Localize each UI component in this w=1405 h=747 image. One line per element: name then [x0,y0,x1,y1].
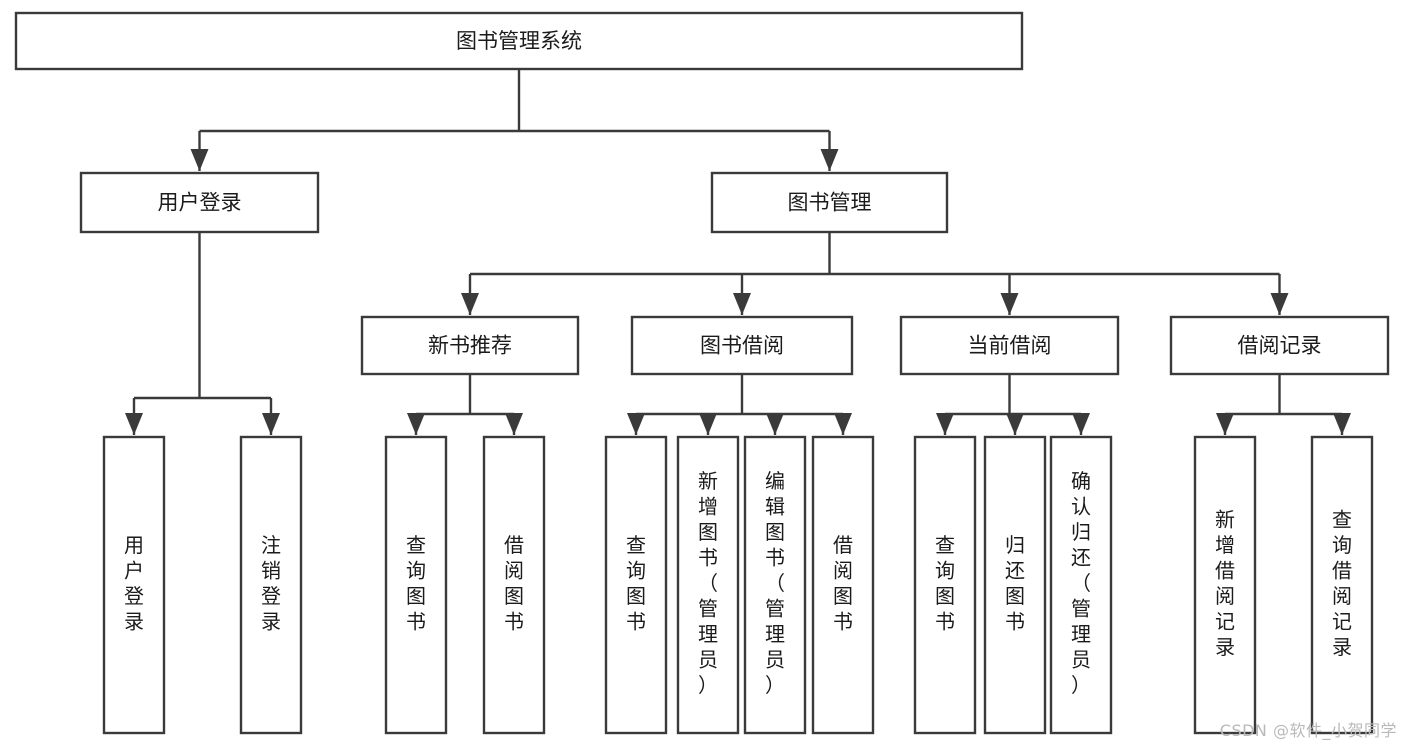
node-label-nbr-query-book: 查询图书 [406,533,426,634]
arrow-head-icon [834,413,852,435]
nodes-layer: 图书管理系统用户登录图书管理用户登录注销登录新书推荐查询图书借阅图书图书借阅查询… [14,11,1390,735]
node-br-query-record[interactable]: 查询借阅记录 [1310,435,1374,735]
node-box-bb-borrow-book [811,435,875,735]
node-cb-query-book[interactable]: 查询图书 [913,435,977,735]
arrow-head-icon [1006,413,1024,435]
node-box-user-login-do [102,435,166,735]
node-box-borrow-record [1169,315,1390,376]
node-cb-return-book[interactable]: 归还图书 [983,435,1047,735]
node-box-bb-query-book [604,435,668,735]
node-label-bb-query-book: 查询图书 [626,533,646,634]
node-nbr-query-book[interactable]: 查询图书 [384,435,448,735]
watermark-text: CSDN @软件_小贺同学 [1219,721,1397,740]
node-label-user-logout: 注销登录 [261,533,281,634]
node-box-root [14,11,1024,71]
arrow-head-icon [262,413,280,435]
arrow-head-icon [125,413,143,435]
node-label-book-manage: 图书管理 [788,191,872,215]
node-box-cb-return-book [983,435,1047,735]
node-box-cb-query-book [913,435,977,735]
node-box-book-manage [710,171,949,234]
node-label-bb-add-book: 新增图书（管理员） [698,469,718,697]
arrow-head-icon [627,413,645,435]
node-box-user-logout [239,435,303,735]
arrow-head-icon [1000,293,1019,315]
node-bb-query-book[interactable]: 查询图书 [604,435,668,735]
node-box-nbr-query-book [384,435,448,735]
node-label-book-borrow: 图书借阅 [700,334,784,358]
arrow-head-icon [1270,293,1289,315]
node-label-cb-return-book: 归还图书 [1005,533,1025,634]
node-nbr-borrow-book[interactable]: 借阅图书 [482,435,546,735]
node-box-book-borrow [630,315,854,376]
node-box-bb-add-book [676,435,740,735]
arrow-head-icon [936,413,954,435]
arrow-head-icon [1216,413,1234,435]
node-label-root: 图书管理系统 [456,29,582,53]
node-book-borrow[interactable]: 图书借阅 [630,315,854,376]
node-box-nbr-borrow-book [482,435,546,735]
node-label-bb-borrow-book: 借阅图书 [833,533,853,634]
node-borrow-record[interactable]: 借阅记录 [1169,315,1390,376]
node-box-bb-edit-book [743,435,807,735]
node-br-add-record[interactable]: 新增借阅记录 [1193,435,1257,735]
arrow-head-icon [461,293,479,315]
node-label-user-login-do: 用户登录 [124,533,144,634]
arrow-head-icon [505,413,523,435]
arrow-head-icon [407,413,425,435]
node-box-current-borrow [899,315,1120,376]
node-label-borrow-record: 借阅记录 [1238,334,1322,358]
node-label-br-add-record: 新增借阅记录 [1215,507,1235,659]
arrow-head-icon [820,149,839,171]
node-cb-confirm-return[interactable]: 确认归还（管理员） [1049,435,1113,735]
node-bb-edit-book[interactable]: 编辑图书（管理员） [743,435,807,735]
node-bb-add-book[interactable]: 新增图书（管理员） [676,435,740,735]
node-current-borrow[interactable]: 当前借阅 [899,315,1120,376]
arrow-head-icon [766,413,784,435]
node-label-new-book-recommend: 新书推荐 [428,334,512,358]
node-bb-borrow-book[interactable]: 借阅图书 [811,435,875,735]
arrow-head-icon [1333,413,1351,435]
arrow-head-icon [1072,413,1090,435]
node-box-user-login [79,171,320,234]
node-label-current-borrow: 当前借阅 [968,334,1052,358]
node-label-br-query-record: 查询借阅记录 [1332,507,1352,659]
arrow-head-icon [733,293,751,315]
node-label-cb-query-book: 查询图书 [935,533,955,634]
arrow-head-icon [699,413,717,435]
node-box-cb-confirm-return [1049,435,1113,735]
node-user-login[interactable]: 用户登录 [79,171,320,234]
arrow-head-icon [190,149,209,171]
node-label-nbr-borrow-book: 借阅图书 [504,533,524,634]
node-user-logout[interactable]: 注销登录 [239,435,303,735]
node-label-user-login: 用户登录 [158,191,242,215]
node-box-br-add-record [1193,435,1257,735]
node-label-bb-edit-book: 编辑图书（管理员） [765,469,785,697]
node-box-br-query-record [1310,435,1374,735]
node-new-book-recommend[interactable]: 新书推荐 [360,315,580,376]
connectors-layer [125,69,1351,435]
node-book-manage[interactable]: 图书管理 [710,171,949,234]
node-root[interactable]: 图书管理系统 [14,11,1024,71]
node-user-login-do[interactable]: 用户登录 [102,435,166,735]
node-box-new-book-recommend [360,315,580,376]
node-label-cb-confirm-return: 确认归还（管理员） [1071,469,1091,697]
